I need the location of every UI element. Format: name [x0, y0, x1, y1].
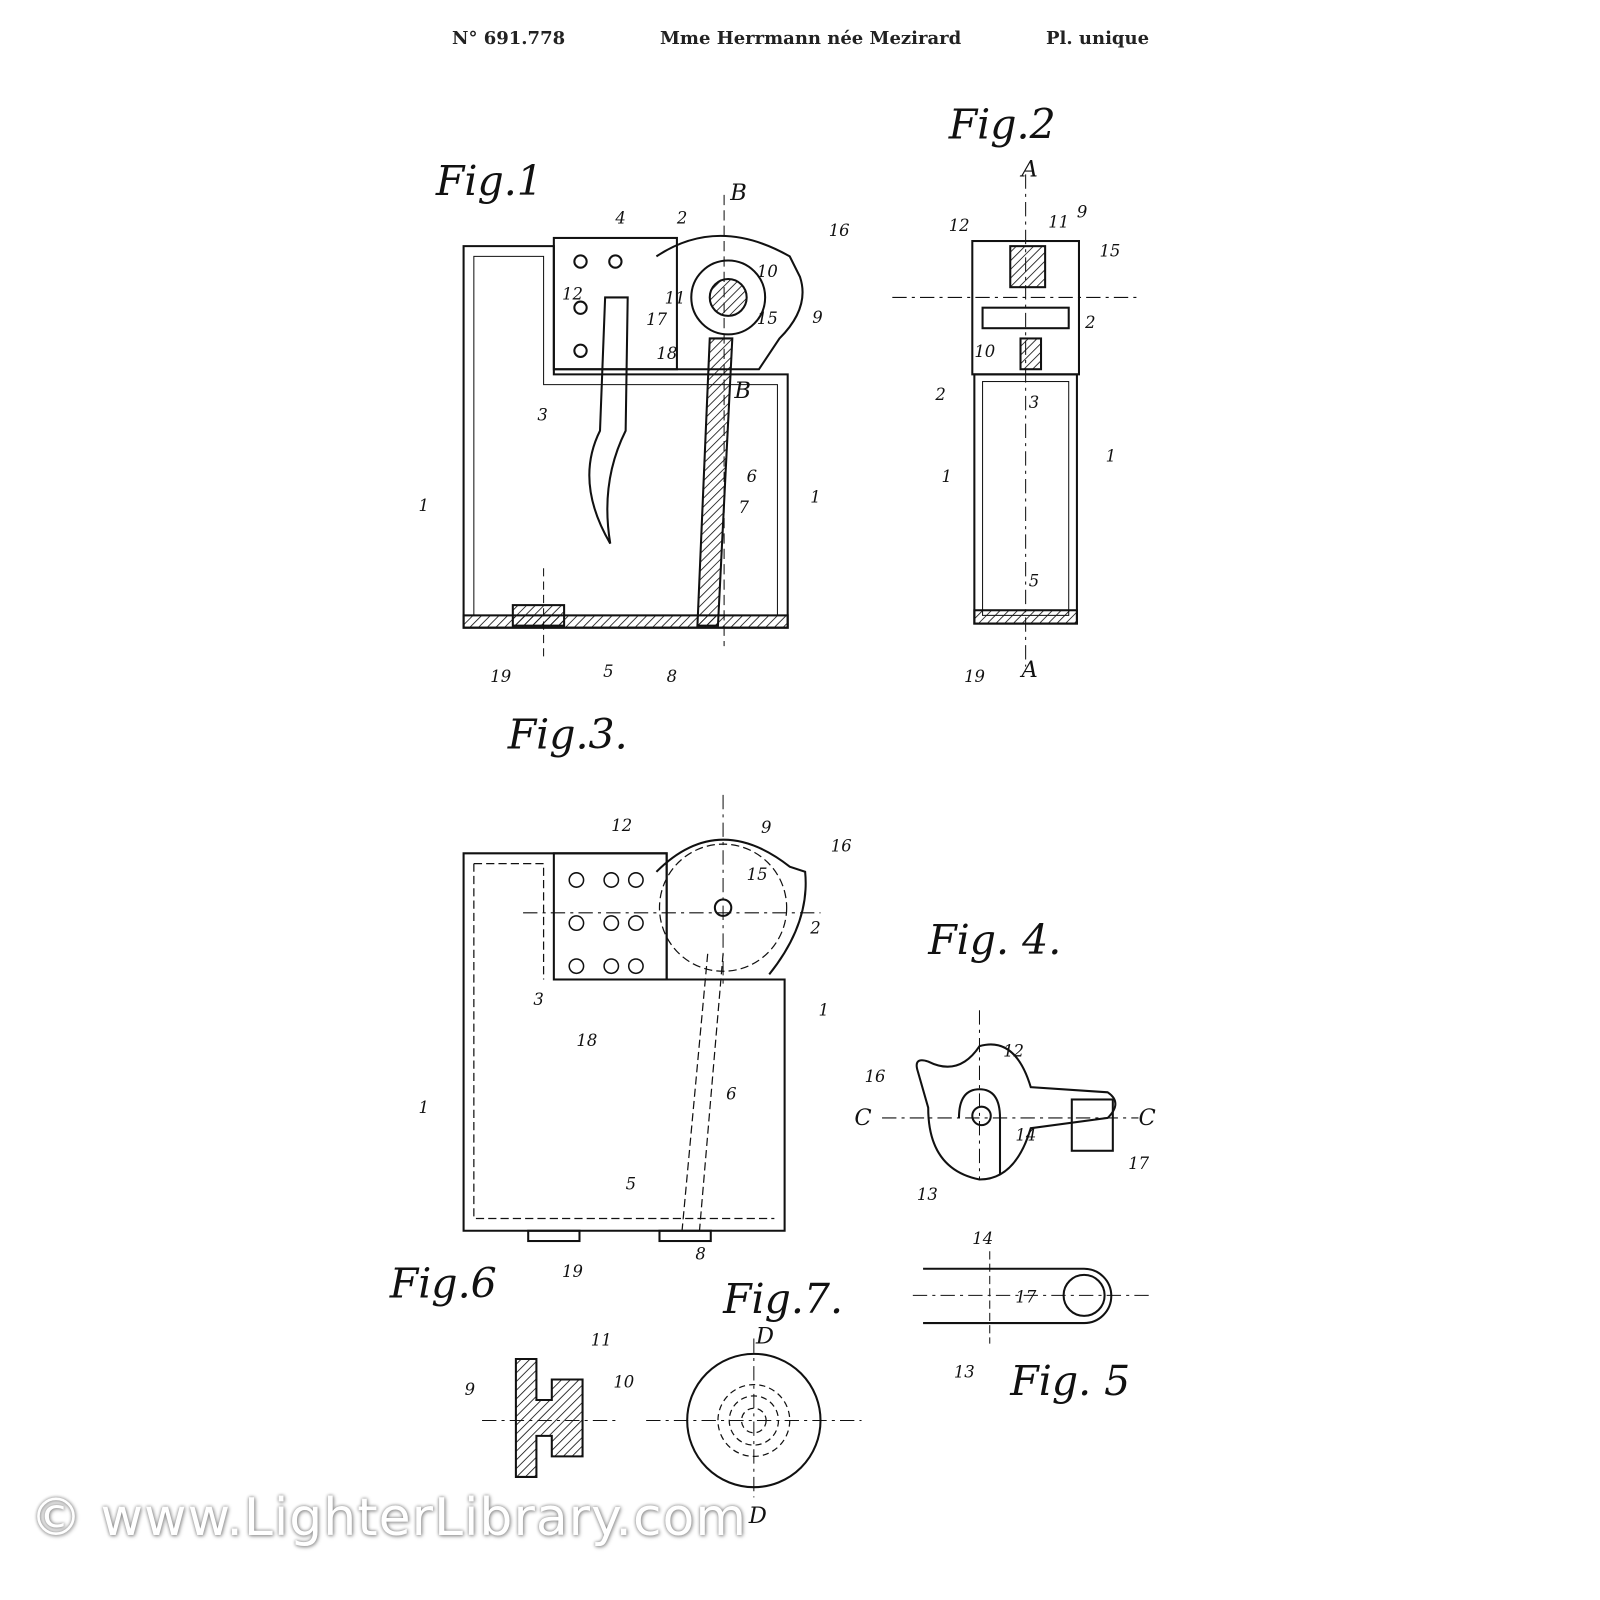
- plate-label: Pl. unique: [1046, 28, 1150, 49]
- reference-numeral: 17: [1128, 1154, 1149, 1173]
- figure-title: Fig. 5: [1009, 1357, 1130, 1405]
- reference-numeral: 6: [747, 467, 757, 486]
- patent-number: N° 691.778: [452, 28, 566, 49]
- reference-numeral: 9: [1077, 202, 1087, 221]
- figure-title: Fig.1: [435, 157, 543, 205]
- reference-numeral: 19: [562, 1262, 583, 1281]
- reference-numeral: 19: [490, 667, 511, 686]
- reference-numeral: 12: [562, 284, 583, 303]
- figure-2-drawing: [892, 174, 1139, 667]
- reference-numeral: 4: [614, 209, 625, 228]
- figure-4-drawing: [882, 1010, 1139, 1181]
- reference-numeral: 11: [591, 1331, 612, 1350]
- figure-title: Fig. 4.: [927, 916, 1061, 964]
- reference-numeral: D: [748, 1503, 767, 1529]
- reference-numeral: C: [854, 1105, 871, 1131]
- reference-numeral: 15: [1099, 241, 1120, 260]
- reference-numeral: 12: [1003, 1041, 1024, 1060]
- reference-numeral: 16: [831, 836, 852, 855]
- watermark: © www.LighterLibrary.com: [30, 1488, 748, 1548]
- reference-numeral: A: [1020, 657, 1038, 683]
- reference-numeral: 5: [626, 1175, 636, 1194]
- figure-title: Fig.7.: [722, 1275, 843, 1323]
- reference-numeral: 3: [537, 406, 547, 425]
- reference-numeral: 2: [809, 918, 820, 937]
- reference-numeral: 9: [812, 308, 822, 327]
- reference-numeral: 19: [964, 667, 985, 686]
- reference-numeral: D: [755, 1324, 774, 1350]
- reference-numeral: 1: [1106, 447, 1116, 466]
- reference-numeral: A: [1020, 156, 1038, 182]
- figure-3-drawing: [462, 794, 821, 1243]
- reference-numeral: 1: [418, 496, 428, 515]
- reference-numeral: 13: [917, 1185, 938, 1204]
- reference-numeral: 17: [646, 310, 667, 329]
- reference-numeral: 12: [949, 216, 970, 235]
- figure-1-drawing: [462, 194, 804, 657]
- reference-numeral: 2: [676, 209, 687, 228]
- figure-5-drawing: [912, 1251, 1149, 1344]
- figure-6-drawing: [482, 1357, 616, 1478]
- reference-numeral: 16: [829, 221, 850, 240]
- reference-numeral: 1: [942, 467, 952, 486]
- reference-numeral: 2: [1084, 313, 1095, 332]
- reference-numeral: B: [729, 180, 747, 206]
- reference-numeral: 9: [465, 1380, 475, 1399]
- reference-numeral: 1: [818, 1000, 828, 1019]
- reference-numeral: 18: [576, 1031, 597, 1050]
- reference-numeral: 8: [695, 1244, 705, 1263]
- reference-numeral: 3: [1029, 393, 1039, 412]
- reference-numeral: 16: [865, 1067, 886, 1086]
- reference-numeral: 9: [761, 818, 771, 837]
- reference-numeral: 5: [1029, 572, 1039, 591]
- reference-numeral: 10: [974, 342, 995, 361]
- reference-numeral: 11: [665, 289, 686, 308]
- reference-numeral: 14: [1015, 1126, 1036, 1145]
- reference-numeral: 1: [810, 488, 820, 507]
- reference-numeral: C: [1138, 1105, 1155, 1131]
- reference-numeral: 1: [418, 1098, 428, 1117]
- reference-numeral: 10: [757, 262, 778, 281]
- reference-numeral: 3: [533, 990, 543, 1009]
- reference-numeral: 14: [972, 1229, 993, 1248]
- reference-numeral: B: [733, 378, 751, 404]
- reference-numeral: 5: [603, 662, 613, 681]
- patent-author: Mme Herrmann née Mezirard: [660, 28, 962, 49]
- figure-7-drawing: [646, 1338, 862, 1498]
- figure-title: Fig.3.: [507, 711, 628, 759]
- reference-numeral: 13: [954, 1362, 975, 1381]
- figure-title: Fig.2: [948, 100, 1056, 148]
- reference-numeral: 15: [747, 865, 768, 884]
- reference-numeral: 2: [934, 385, 945, 404]
- reference-numeral: 15: [757, 309, 778, 328]
- reference-numeral: 12: [611, 816, 632, 835]
- figure-title: Fig.6: [389, 1259, 497, 1307]
- reference-numeral: 6: [726, 1084, 736, 1103]
- reference-numeral: 18: [656, 344, 677, 363]
- reference-numeral: 7: [738, 498, 749, 517]
- reference-numeral: 10: [613, 1373, 634, 1392]
- reference-numeral: 8: [667, 667, 677, 686]
- reference-numeral: 11: [1048, 213, 1069, 232]
- reference-numeral: 17: [1015, 1288, 1036, 1307]
